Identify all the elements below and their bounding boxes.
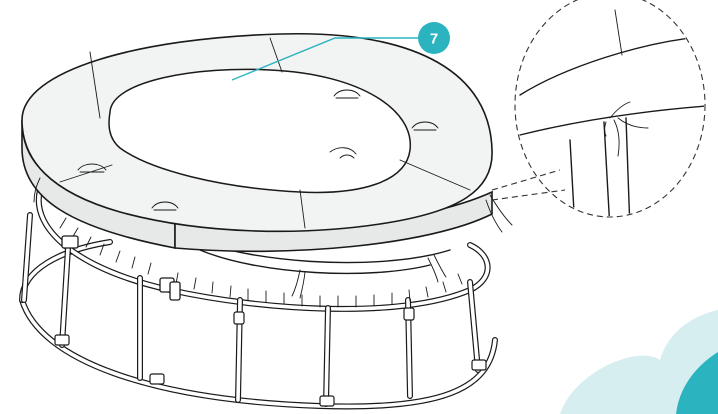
springs <box>59 217 463 308</box>
decorative-cloud <box>560 310 718 414</box>
callout-badge: 7 <box>418 22 450 54</box>
frame-legs <box>21 212 481 407</box>
safety-pad <box>21 32 513 299</box>
trampoline-frame <box>19 187 498 410</box>
callout-leader <box>231 37 418 81</box>
callout-number: 7 <box>430 31 438 48</box>
tie-detail-magnifier <box>491 0 706 218</box>
